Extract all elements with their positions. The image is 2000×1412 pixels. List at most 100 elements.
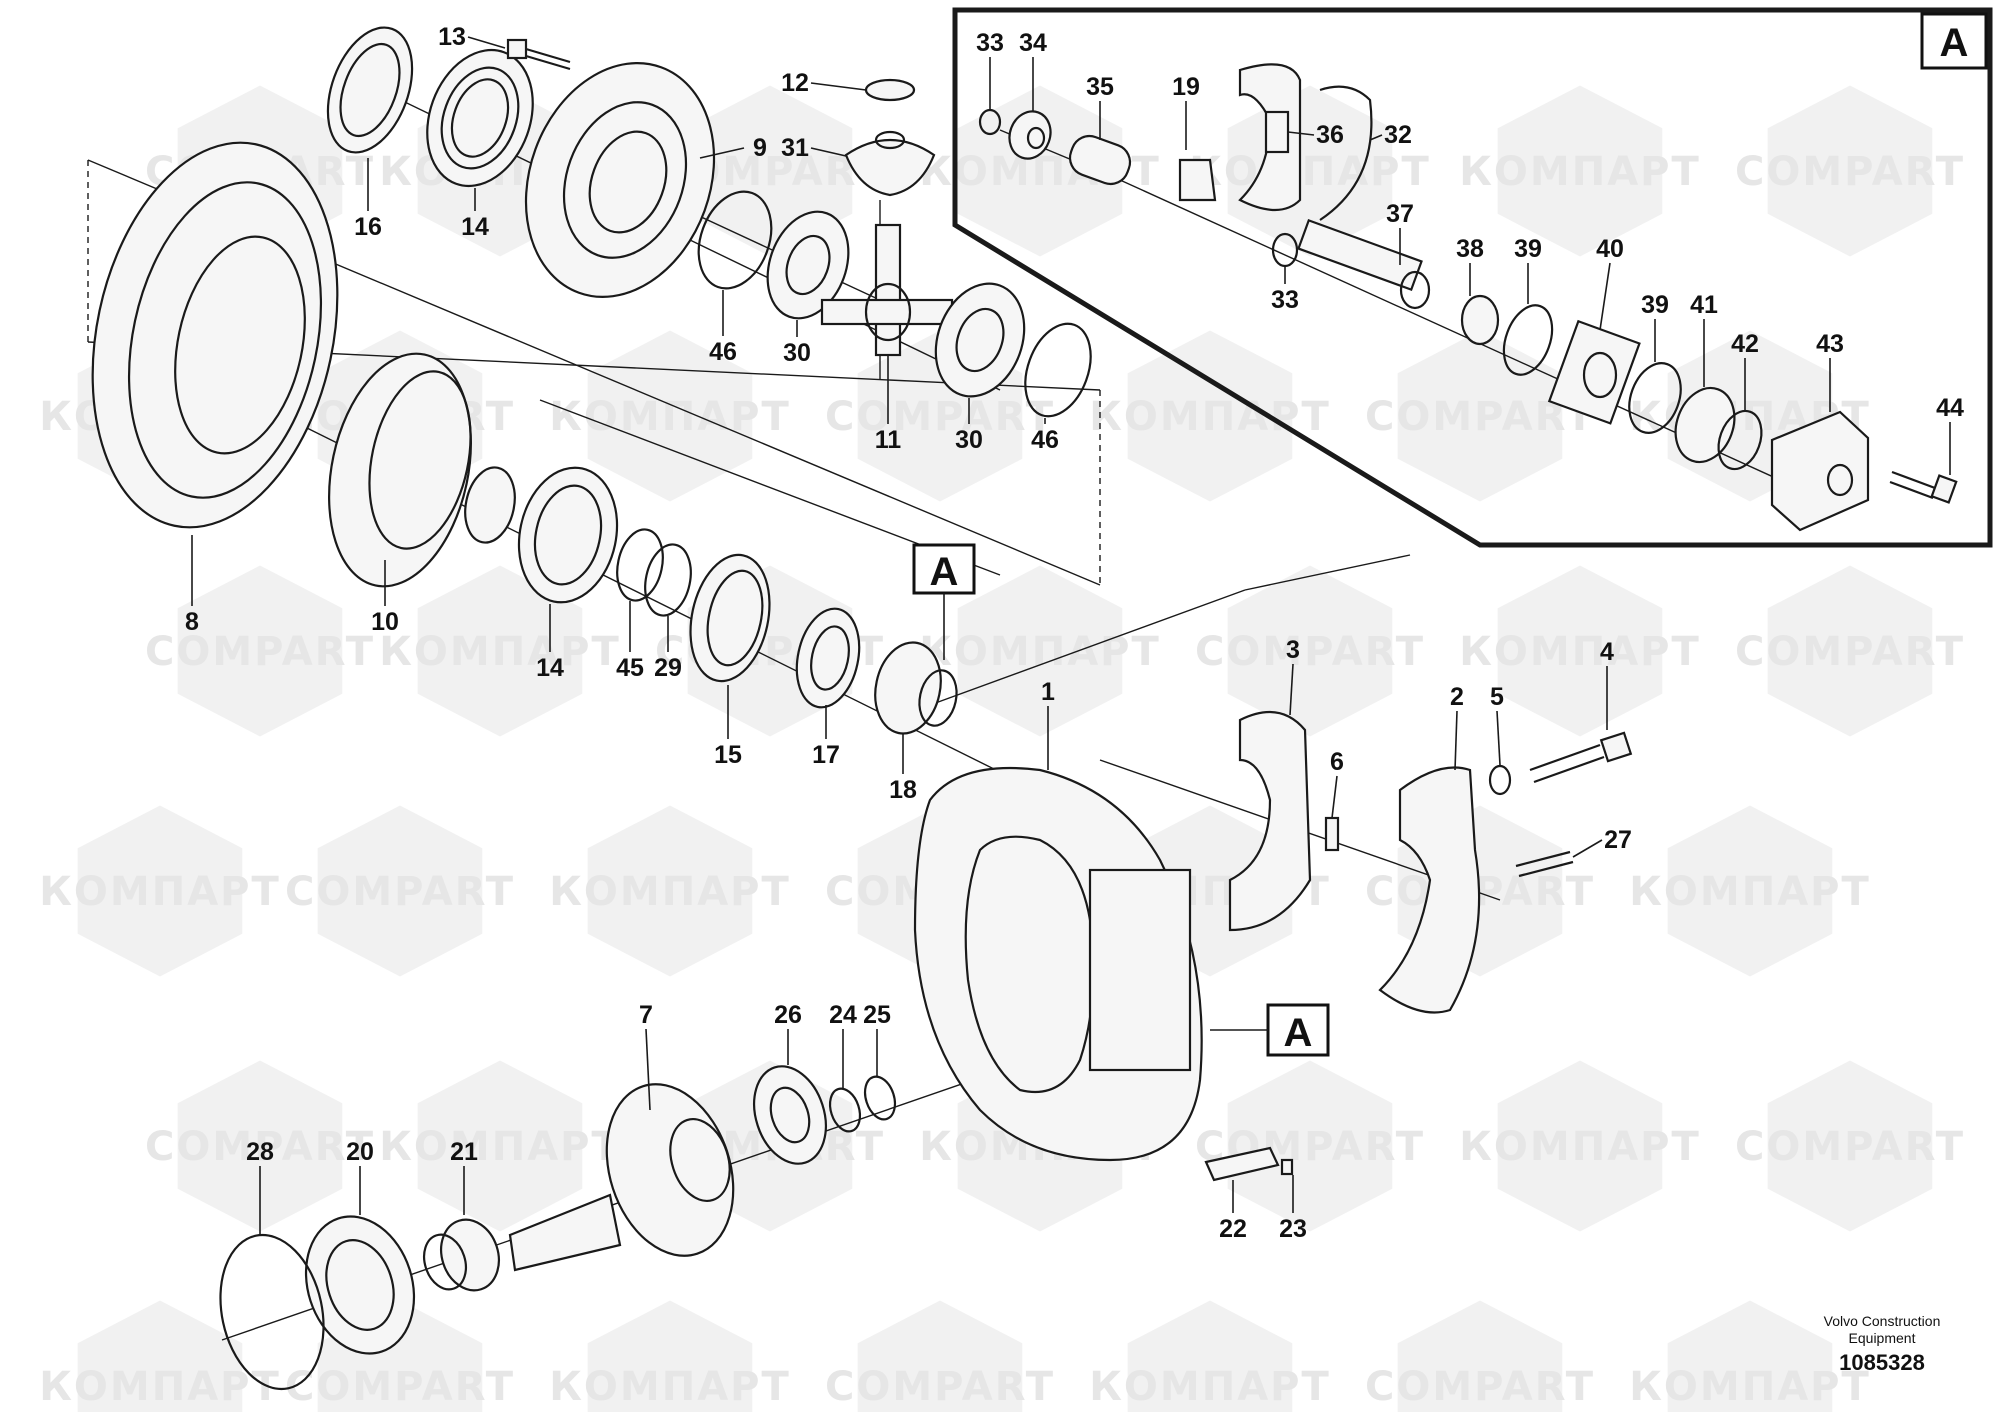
watermark-emblem	[857, 1300, 1023, 1412]
watermark-text: COMPART	[1735, 629, 1965, 675]
part-label-p33a: 33	[976, 29, 1004, 57]
watermark-text: КОМПАРТ	[1189, 149, 1431, 195]
company-name-line1: Volvo Construction	[1824, 1313, 1941, 1329]
bearing-14-upper	[426, 48, 534, 188]
watermark-text: КОМПАРТ	[39, 1364, 281, 1410]
leader-line-p3	[1289, 663, 1294, 716]
o-ring-28	[219, 1233, 325, 1391]
watermark-emblem	[587, 330, 753, 502]
side-gear-30-lower	[934, 282, 1026, 398]
company-name-line2: Equipment	[1849, 1330, 1916, 1346]
cylinder-block-43	[1770, 410, 1870, 532]
bearing-14-lower	[517, 466, 619, 604]
spring-35	[1068, 134, 1132, 186]
part-label-p1: 1	[1041, 678, 1055, 706]
leader-lines	[191, 36, 1951, 1234]
part-label-p11: 11	[875, 426, 902, 454]
part-label-p9: 9	[753, 134, 767, 162]
watermark-emblem	[1767, 85, 1933, 257]
thrust-washer-46-lower	[1024, 322, 1092, 418]
drive-pinion-7	[508, 1083, 735, 1272]
watermark-emblem	[1767, 565, 1933, 737]
watermark-emblem	[177, 565, 343, 737]
part-label-p13: 13	[438, 23, 466, 51]
watermark-emblem	[177, 1060, 343, 1232]
part-label-p46b: 46	[1031, 426, 1059, 454]
diagram-number: 1085328	[1839, 1350, 1925, 1375]
leader-line-p13	[467, 36, 506, 49]
part-label-p6: 6	[1330, 748, 1344, 776]
watermark-text: КОМПАРТ	[1629, 1364, 1871, 1410]
spacer-sleeve-21	[423, 1218, 500, 1292]
leader-line-p2	[1454, 710, 1458, 771]
circlip-29	[644, 543, 692, 617]
part-label-p15: 15	[714, 741, 742, 769]
bearing-26	[753, 1065, 827, 1165]
lock-plate-12	[864, 78, 916, 102]
watermark-emblem	[587, 1300, 753, 1412]
o-ring-39-upper	[1502, 304, 1554, 376]
watermark-text: КОМПАРТ	[1629, 869, 1871, 915]
part-label-p29: 29	[654, 654, 682, 682]
watermark-text: COMPART	[285, 1364, 515, 1410]
leader-line-p5	[1496, 710, 1501, 766]
diff-housing-9	[524, 62, 716, 298]
watermark-emblem	[1497, 565, 1663, 737]
part-label-p46a: 46	[709, 338, 737, 366]
part-label-p4: 4	[1600, 638, 1614, 666]
part-label-p44: 44	[1936, 394, 1964, 422]
watermark-text: КОМПАРТ	[1089, 1364, 1331, 1410]
watermark-emblem	[1667, 1300, 1833, 1412]
seal-ring-16	[326, 26, 414, 154]
watermark-text: COMPART	[1735, 149, 1965, 195]
leader-line-p7	[645, 1028, 651, 1111]
watermark-text: COMPART	[1195, 629, 1425, 675]
detail-a-tag-letter: A	[1940, 21, 1969, 65]
part-label-p43: 43	[1816, 330, 1844, 358]
dowel-pin-27	[1515, 850, 1574, 878]
part-label-p2: 2	[1450, 683, 1464, 711]
pinion-gear-31	[844, 130, 936, 197]
part-label-p10: 10	[371, 608, 399, 636]
part-label-p25: 25	[863, 1001, 891, 1029]
cap-bolt-4	[1529, 731, 1633, 784]
bearing-20	[304, 1215, 416, 1355]
watermark-emblem	[1227, 565, 1393, 737]
part-label-p41: 41	[1690, 291, 1718, 319]
leader-line-p9	[699, 147, 745, 159]
part-label-p23: 23	[1279, 1215, 1307, 1243]
watermark-text: КОМПАРТ	[549, 1364, 791, 1410]
dowel-pin-6	[1324, 816, 1340, 852]
watermark-text: КОМПАРТ	[1089, 394, 1331, 440]
watermark-emblem	[1397, 330, 1563, 502]
o-ring-39-lower	[1628, 362, 1682, 434]
watermark-emblem	[587, 805, 753, 977]
part-label-p24: 24	[829, 1001, 857, 1029]
svg-text:A: A	[1284, 1011, 1313, 1055]
part-label-p45: 45	[616, 654, 644, 682]
bearing-cap-2	[1378, 766, 1481, 1014]
part-label-p34: 34	[1019, 29, 1047, 57]
leader-line-p6	[1331, 775, 1338, 819]
part-label-p14b: 14	[536, 654, 564, 682]
watermark-text: КОМПАРТ	[1459, 629, 1701, 675]
watermark-text: COMPART	[825, 1364, 1055, 1410]
part-label-p38: 38	[1456, 235, 1484, 263]
watermark-emblem	[417, 1060, 583, 1232]
watermark-text: КОМПАРТ	[379, 629, 621, 675]
seal-42	[1717, 409, 1763, 471]
crown-wheel-8	[91, 141, 339, 529]
part-label-p26: 26	[774, 1001, 802, 1029]
leader-line-p31	[810, 147, 847, 157]
watermark-text: КОМПАРТ	[1459, 149, 1701, 195]
spring-plate-17	[795, 607, 861, 709]
leader-line-p12	[810, 82, 867, 91]
part-label-p18: 18	[889, 776, 917, 804]
screw-44	[1889, 470, 1958, 504]
shim-45	[616, 528, 664, 602]
leader-line-p27	[1572, 839, 1603, 858]
watermark-emblem	[1397, 1300, 1563, 1412]
part-label-p37: 37	[1386, 200, 1414, 228]
watermark-emblem	[317, 805, 483, 977]
